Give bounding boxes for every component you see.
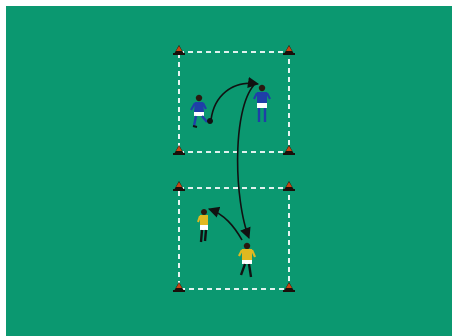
- drill-diagram: [6, 6, 452, 336]
- pitch-background: [6, 6, 452, 336]
- ball: [207, 118, 213, 124]
